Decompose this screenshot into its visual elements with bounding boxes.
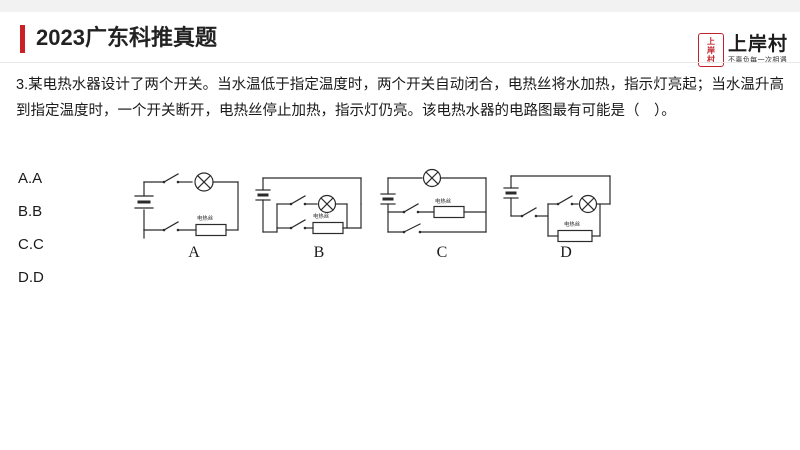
header-divider [0,62,800,63]
option-c[interactable]: C.C [18,236,44,253]
seal-stamp-icon: 上 岸 村 [697,33,724,67]
top-strip [0,0,800,12]
seal-char-1: 上 [706,36,715,46]
figure-caption-d: D [560,244,572,261]
resistor-label-b: 电热丝 [313,212,330,220]
page-title: 2023广东科推真题 [36,25,217,50]
resistor-label-d: 电热丝 [564,220,581,228]
brand-tagline: 不辜负每一次相遇 [727,57,788,64]
option-d[interactable]: D.D [18,269,44,286]
circuit-figures: 电热丝 A [130,160,660,280]
figure-caption-a: A [188,244,200,261]
figure-caption-c: C [436,244,448,261]
resistor-label-a: 电热丝 [197,214,214,222]
brand-name: 上岸村 [727,34,788,55]
seal-char-3: 村 [706,54,715,64]
circuit-diagram-b: 电热丝 B [255,160,383,280]
circuit-diagram-a: 电热丝 A [130,160,258,280]
seal-char-2: 岸 [706,45,715,55]
question-text: 3.某电热水器设计了两个开关。当水温低于指定温度时，两个开关自动闭合，电热丝将水… [16,77,784,119]
circuit-diagram-c: 电热丝 C [378,160,506,280]
resistor-label-c: 电热丝 [435,197,452,205]
options-list: A.A B.B C.C D.D [18,162,128,294]
brand-logo: 上 岸 村 上岸村 不辜负每一次相遇 [697,30,788,70]
slide-header: 2023广东科推真题 上 岸 村 上岸村 不辜负每一次相遇 [0,12,800,67]
header-accent-bar [20,25,25,53]
circuit-diagram-d: 电热丝 D [502,160,630,280]
brand-text: 上岸村 不辜负每一次相遇 [728,34,788,66]
option-b[interactable]: B.B [18,203,43,220]
figure-caption-b: B [313,244,325,261]
option-a[interactable]: A.A [18,170,43,187]
